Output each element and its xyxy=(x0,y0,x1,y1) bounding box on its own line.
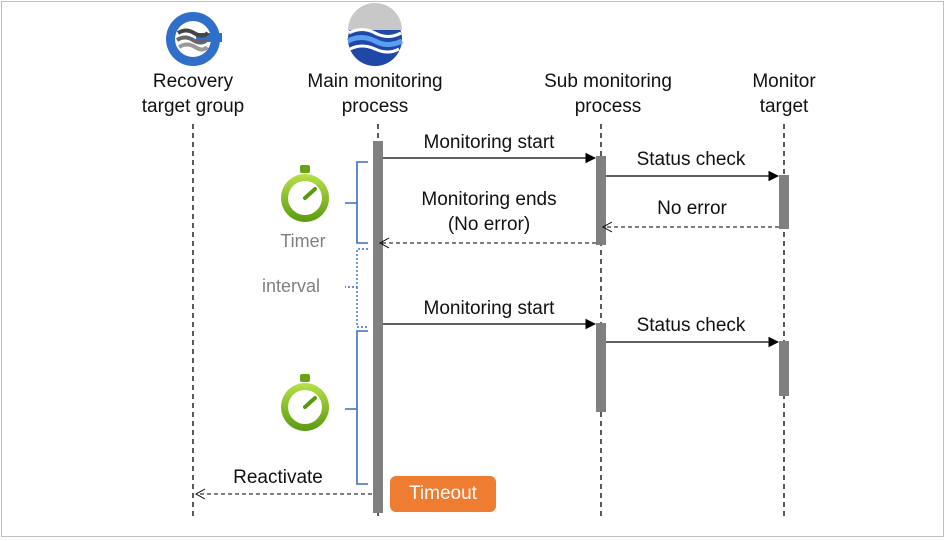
activation-sub-1 xyxy=(596,156,606,245)
stopwatch-icon xyxy=(281,374,329,431)
participant-sub-label: Sub monitoring process xyxy=(530,69,686,119)
label-monitoring-start-1: Monitoring start xyxy=(423,132,555,153)
participant-target-label: Monitor target xyxy=(735,69,833,119)
participant-main-line1: Main monitoring xyxy=(307,71,443,92)
interval-bracket xyxy=(345,248,368,328)
label-status-check-1: Status check xyxy=(636,149,746,170)
stopwatch-icon xyxy=(281,165,329,222)
participant-recovery-label: Recovery target group xyxy=(129,69,257,119)
timer-label: Timer xyxy=(280,231,326,251)
timer-bracket-1 xyxy=(345,161,368,244)
recovery-group-logo-icon xyxy=(166,12,222,66)
label-no-error: No error xyxy=(657,198,727,219)
interval-label: interval xyxy=(261,276,321,296)
activation-target-2 xyxy=(779,341,789,396)
participant-main-label: Main monitoring process xyxy=(295,69,455,119)
participant-sub-line1: Sub monitoring xyxy=(544,71,672,92)
activation-sub-2 xyxy=(596,323,606,412)
participant-sub-line2: process xyxy=(574,96,642,117)
participant-target-line2: target xyxy=(759,96,809,117)
participant-target-line1: Monitor xyxy=(752,71,816,92)
label-monitoring-start-2: Monitoring start xyxy=(423,298,555,319)
label-reactivate: Reactivate xyxy=(233,467,323,488)
participant-recovery-line1: Recovery xyxy=(152,71,234,92)
label-monitoring-ends: Monitoring ends (No error) xyxy=(400,187,578,237)
label-monitoring-ends-line1: Monitoring ends xyxy=(421,189,557,210)
timer-bracket-2 xyxy=(345,330,368,485)
label-status-check-2: Status check xyxy=(636,315,746,336)
label-monitoring-ends-line2: (No error) xyxy=(447,214,531,235)
participant-recovery-line2: target group xyxy=(141,96,245,117)
activation-main xyxy=(373,141,383,513)
monitoring-process-globe-icon xyxy=(346,3,404,66)
participant-main-line2: process xyxy=(341,96,409,117)
activation-target-1 xyxy=(779,175,789,229)
timeout-badge: Timeout xyxy=(390,476,496,512)
